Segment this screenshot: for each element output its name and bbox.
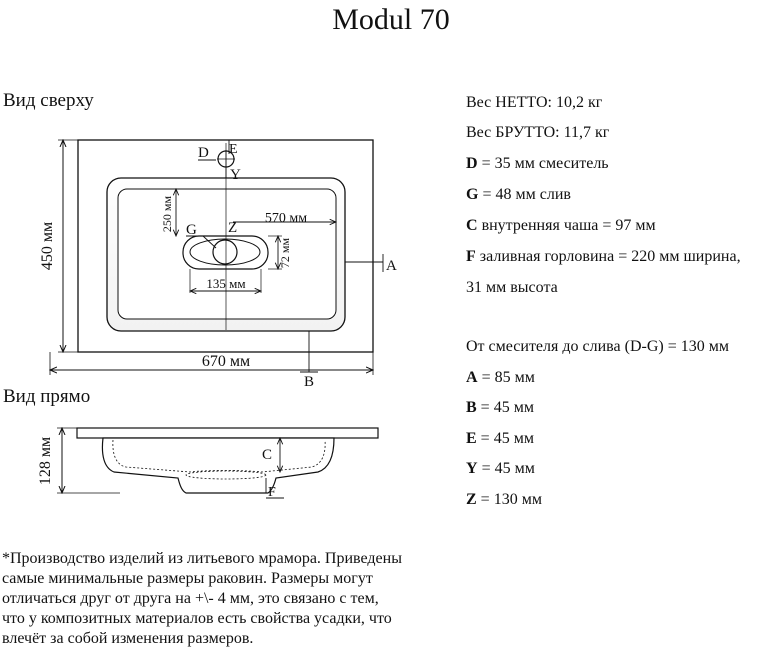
spec-item: От смесителя до слива (D-G) = 130 мм	[466, 338, 729, 355]
footnote-line: влечёт за собой изменения размеров.	[2, 630, 254, 647]
spec-item: A = 85 мм	[466, 369, 535, 386]
dim-570-label: 570 мм	[265, 211, 307, 226]
spec-item: D = 35 мм смеситель	[466, 155, 609, 172]
spec-item: Z = 130 мм	[466, 491, 542, 508]
marker-y: Y	[230, 167, 241, 183]
marker-g: G	[186, 222, 197, 238]
footnote-line: что у композитных материалов есть свойст…	[2, 610, 392, 627]
spec-item: F заливная горловина = 220 мм ширина,	[466, 248, 741, 265]
footnote-line: отличаться друг от друга на +\- 4 мм, эт…	[2, 590, 379, 607]
front-bowl-inner	[112, 439, 326, 473]
front-view: 128 мм C F	[37, 427, 379, 500]
page-title: Modul 70	[332, 3, 450, 36]
drain-hole	[212, 239, 238, 265]
dim-72-label: 72 мм	[278, 238, 292, 269]
front-bowl-profile	[101, 437, 335, 494]
marker-c: C	[262, 447, 272, 463]
front-slab	[76, 427, 379, 439]
dim-450-label: 450 мм	[39, 222, 56, 270]
marker-e: E	[229, 142, 238, 157]
spec-item: E = 45 мм	[466, 430, 534, 447]
spec-item: G = 48 мм слив	[466, 186, 571, 203]
dim-135-label: 135 мм	[206, 276, 245, 291]
footnote-line: *Производство изделий из литьевого мрамо…	[2, 550, 402, 567]
spec-item: 31 мм высота	[466, 279, 558, 296]
spec-item: C внутренняя чаша = 97 мм	[466, 217, 656, 234]
technical-drawing: 450 мм 670 мм 570 мм 250 мм 72 мм 135 мм…	[37, 0, 397, 500]
top-view-label: Вид сверху	[3, 90, 94, 111]
marker-a: A	[386, 258, 397, 274]
dim-128-label: 128 мм	[37, 437, 54, 485]
dim-670-label: 670 мм	[202, 353, 250, 370]
marker-z: Z	[228, 220, 237, 236]
marker-f: F	[268, 485, 276, 500]
marker-d: D	[198, 145, 209, 161]
top-view: 450 мм 670 мм 570 мм 250 мм 72 мм 135 мм…	[39, 140, 397, 390]
spec-item: Вес НЕТТО: 10,2 кг	[466, 94, 603, 111]
front-view-label: Вид прямо	[3, 386, 91, 407]
footnote-line: самые минимальные размеры раковин. Разме…	[2, 570, 373, 587]
footnote: *Производство изделий из литьевого мрамо…	[2, 549, 482, 649]
spec-item: B = 45 мм	[466, 399, 534, 416]
dim-250-label: 250 мм	[160, 196, 174, 233]
spec-item: Вес БРУТТО: 11,7 кг	[466, 124, 610, 141]
spec-item: Y = 45 мм	[466, 460, 535, 477]
marker-b: B	[304, 374, 314, 390]
